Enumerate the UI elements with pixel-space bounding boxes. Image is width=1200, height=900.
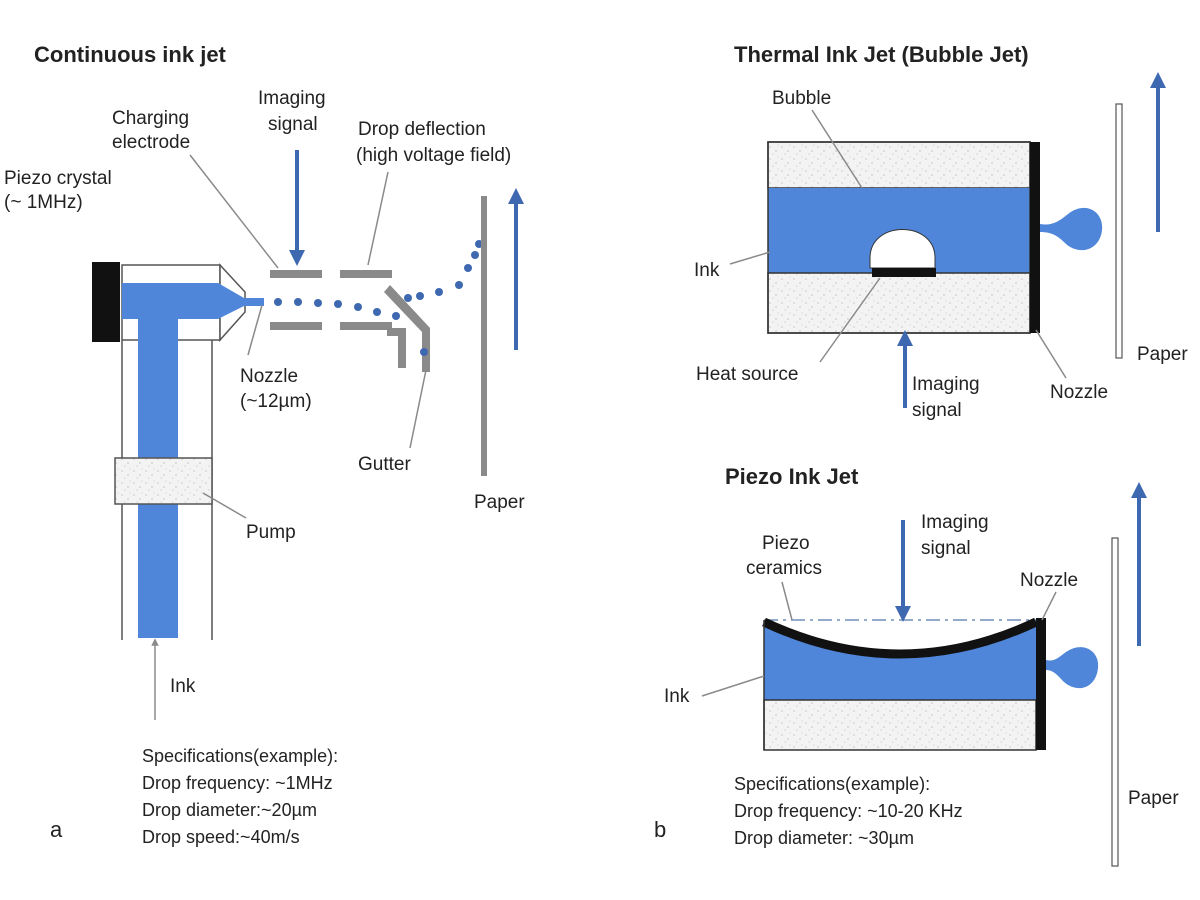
piezo-nozzle-plate xyxy=(1036,618,1046,750)
gutter-leader xyxy=(409,369,427,449)
panel-thermal-ink-jet: Thermal Ink Jet (Bubble Jet) Bubble Ink … xyxy=(694,42,1188,421)
piezo-bottom-wall xyxy=(763,699,1037,751)
ink-label: Ink xyxy=(170,676,196,697)
thermal-paper-label: Paper xyxy=(1137,344,1188,365)
imaging-signal-label: Imaging signal xyxy=(258,88,331,135)
drop xyxy=(294,298,302,306)
ink-chamber-fill xyxy=(122,283,218,319)
drop xyxy=(334,300,342,308)
panel-continuous-ink-jet: Continuous ink jet xyxy=(4,42,525,847)
piezo-ceramics-leader xyxy=(781,581,793,621)
piezo-ink-leader xyxy=(701,675,765,697)
piezo-ejected-drop xyxy=(1046,647,1099,689)
piezo-ink-jet-title: Piezo Ink Jet xyxy=(725,464,859,489)
pump-block xyxy=(114,457,213,505)
piezo-nozzle-label: Nozzle xyxy=(1020,570,1078,591)
gutter xyxy=(384,285,430,372)
charging-electrode-leader xyxy=(189,154,279,269)
thermal-nozzle-leader xyxy=(1035,329,1067,379)
drop xyxy=(464,264,472,272)
drop xyxy=(373,308,381,316)
specs-block: Specifications(example): Drop frequency:… xyxy=(142,746,343,847)
panel-a-tag: a xyxy=(50,817,63,842)
ink-drops xyxy=(274,240,483,356)
drop xyxy=(416,292,424,300)
panel-piezo-ink-jet: Piezo Ink Jet Imaging signal Piezo ceram… xyxy=(654,464,1179,867)
thermal-ink-jet-title: Thermal Ink Jet (Bubble Jet) xyxy=(734,42,1029,67)
piezo-specs-block: Specifications(example): Drop frequency:… xyxy=(734,774,968,848)
deflection-plate-bottom xyxy=(340,322,392,330)
piezo-nozzle-leader xyxy=(1041,591,1057,621)
thermal-paper-sheet xyxy=(1115,103,1123,359)
deflection-plate-top xyxy=(340,270,392,278)
thermal-imaging-signal-label: Imaging signal xyxy=(912,374,985,421)
vapor-bubble xyxy=(869,229,936,269)
gutter-label: Gutter xyxy=(358,454,411,475)
heat-source-label: Heat source xyxy=(696,364,798,385)
continuous-ink-jet-title: Continuous ink jet xyxy=(34,42,227,67)
nozzle-label: Nozzle (~12µm) xyxy=(240,366,312,412)
thermal-ink-leader xyxy=(729,251,771,265)
drop xyxy=(435,288,443,296)
heat-source-element xyxy=(872,268,936,277)
pump-label: Pump xyxy=(246,522,296,543)
drop xyxy=(455,281,463,289)
bubble-leader xyxy=(811,109,863,189)
pump-leader xyxy=(202,492,247,519)
thermal-bottom-wall xyxy=(767,272,1031,334)
piezo-ceramics-label: Piezo ceramics xyxy=(746,533,822,579)
piezo-paper-sheet xyxy=(1111,537,1119,867)
piezo-imaging-signal-label: Imaging signal xyxy=(921,512,994,559)
drop xyxy=(274,298,282,306)
thermal-ink-label: Ink xyxy=(694,260,720,281)
piezo-paper-label: Paper xyxy=(1128,788,1179,809)
drop xyxy=(471,251,479,259)
piezo-ceramic-plate xyxy=(762,617,1038,659)
gutter-lower xyxy=(387,328,406,368)
thermal-top-wall xyxy=(767,141,1031,189)
thermal-nozzle-plate xyxy=(1030,142,1040,333)
ink-jet-stream xyxy=(244,298,264,306)
piezo-ink-label: Ink xyxy=(664,686,690,707)
charging-electrode-bottom xyxy=(270,322,322,330)
bubble-label: Bubble xyxy=(772,88,831,109)
drop xyxy=(392,312,400,320)
charging-electrode-label: Charging electrode xyxy=(112,108,194,153)
drop-deflection-leader xyxy=(367,171,389,266)
thermal-ejected-drop xyxy=(1040,207,1103,251)
drop xyxy=(314,299,322,307)
thermal-nozzle-label: Nozzle xyxy=(1050,382,1108,403)
paper-label: Paper xyxy=(474,492,525,513)
nozzle-leader xyxy=(247,304,263,356)
drop xyxy=(354,303,362,311)
heat-source-leader xyxy=(819,277,881,363)
drop-deflection-label: Drop deflection (high voltage field) xyxy=(356,119,511,166)
drop xyxy=(404,294,412,302)
panel-b-tag: b xyxy=(654,817,666,842)
piezo-crystal-block xyxy=(92,262,120,342)
charging-electrode-top xyxy=(270,270,322,278)
paper-sheet xyxy=(481,196,487,476)
nozzle-ink xyxy=(218,283,244,319)
piezo-crystal-label: Piezo crystal (~ 1MHz) xyxy=(4,168,117,213)
drop xyxy=(420,348,428,356)
